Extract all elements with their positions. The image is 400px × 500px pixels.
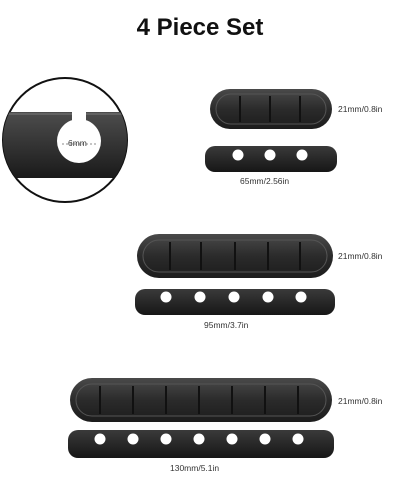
- zoom-detail: [2, 77, 128, 203]
- holder-3-slot: [205, 89, 337, 172]
- holder-7-slot: [68, 378, 334, 458]
- holder-5-slot: [135, 234, 335, 315]
- page-title: 4 Piece Set: [136, 14, 264, 41]
- holder-top-view: [70, 378, 332, 422]
- holder-1-length-label: 65mm/2.56in: [240, 176, 290, 186]
- holder-1-height-label: 21mm/0.8in: [338, 104, 383, 114]
- holder-2-height-label: 21mm/0.8in: [338, 251, 383, 261]
- holder-2-length-label: 95mm/3.7in: [204, 320, 249, 330]
- holder-3-length-label: 130mm/5.1in: [170, 463, 220, 473]
- holder-3-height-label: 21mm/0.8in: [338, 396, 383, 406]
- hole-diameter-label: 6mm: [68, 138, 87, 148]
